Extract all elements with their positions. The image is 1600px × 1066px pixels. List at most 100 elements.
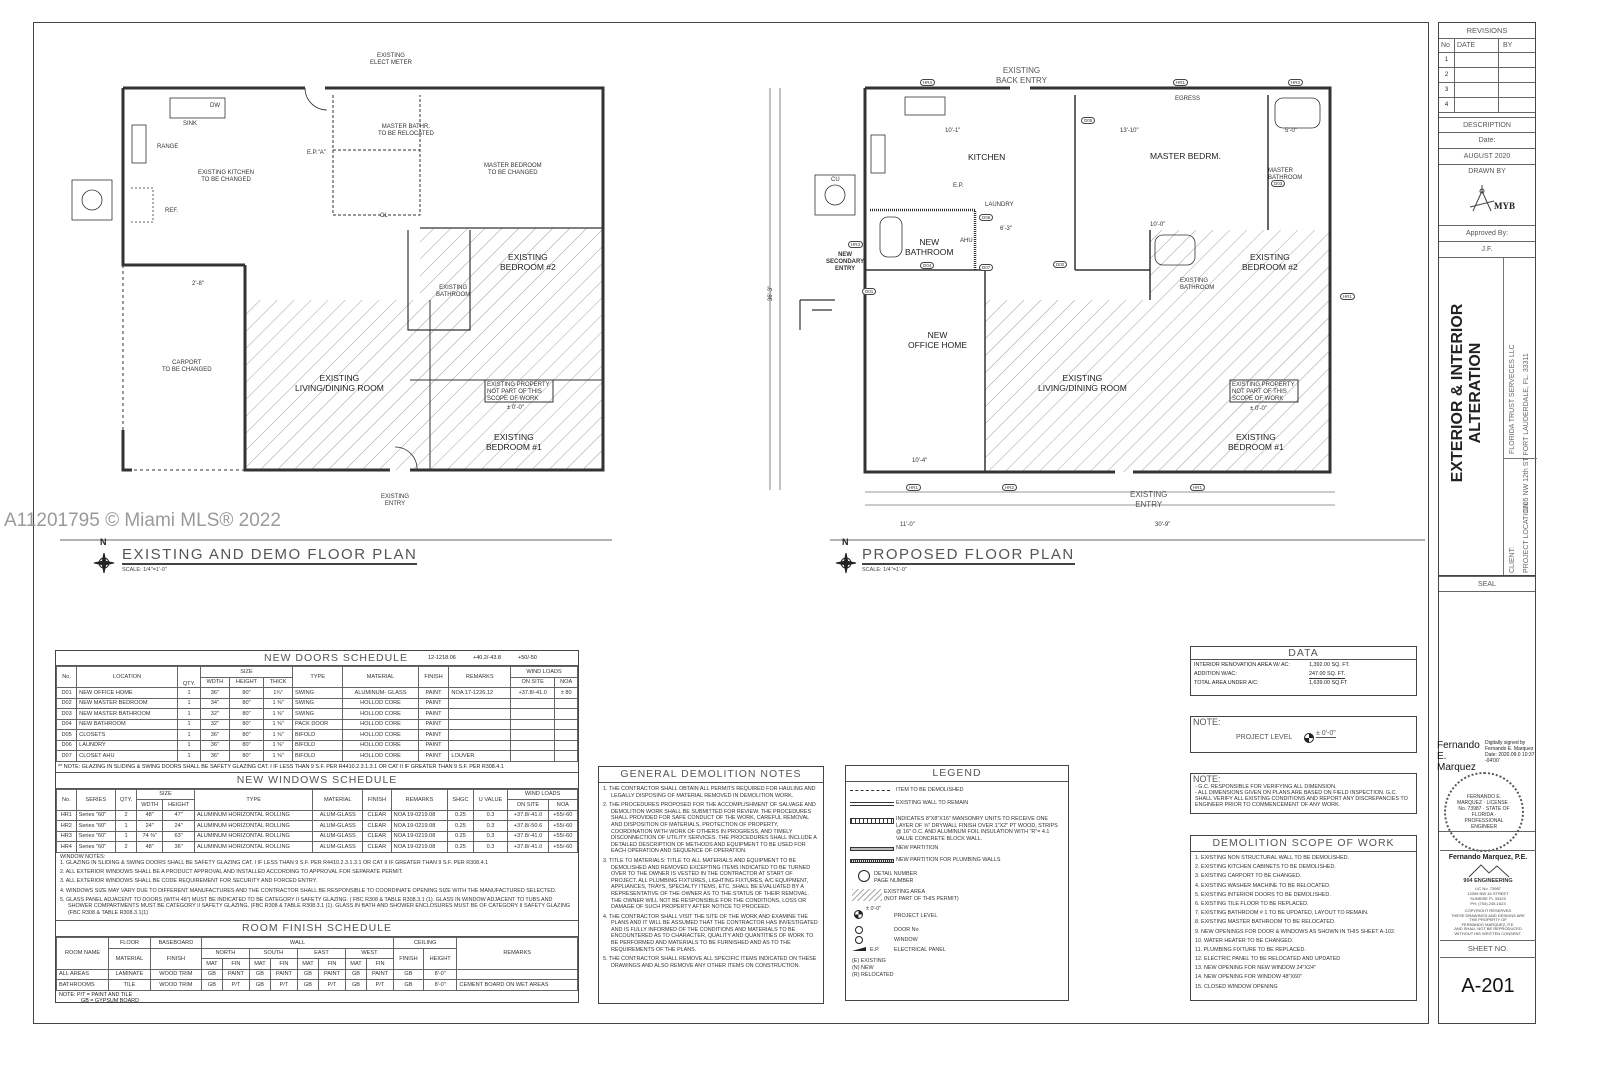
legend-abbr: (R) RELOCATED <box>852 972 894 978</box>
door-finish: PAINT <box>417 739 450 751</box>
door-location: NEW BATHROOM <box>76 718 179 730</box>
finish-nm: GB <box>200 979 223 991</box>
data-value: 1,639.00 SQ.FT <box>1309 680 1348 686</box>
door-w: 32" <box>199 718 230 730</box>
window-onsite: +37.8/-41.0 <box>507 830 549 842</box>
data-label: TOTAL AREA UNDER A/C: <box>1194 680 1259 686</box>
electrical-panel-icon <box>852 947 866 951</box>
partition-symbol <box>850 847 894 851</box>
window-noa: +55/-60 <box>547 841 579 853</box>
label-master-bath: MASTER BATHR. TO BE RELOCATED <box>378 124 434 137</box>
rev-by-header: BY <box>1503 42 1513 49</box>
door-onsite <box>510 708 556 720</box>
demolition-scope: DEMOLITION SCOPE OF WORK 1. EXISTING NON… <box>1190 835 1417 1001</box>
existing-plan-scale: SCALE: 1/4"=1'-0" <box>122 567 167 573</box>
door-h: 80" <box>228 687 265 699</box>
note-item: - G.C. RESPONSIBLE FOR VERIFYING ALL DIM… <box>1195 784 1337 790</box>
project-level-label: PROJECT LEVEL <box>1236 734 1293 741</box>
legend-level-value: ± 0'-0" <box>866 906 882 912</box>
legend-abbr: (N) NEW <box>852 965 874 971</box>
room-finish-title: ROOM FINISH SCHEDULE <box>56 921 578 938</box>
label-egress: EGRESS <box>1175 96 1201 102</box>
legend-ep: E.P. <box>870 947 880 953</box>
door-qty: 1 <box>177 739 201 751</box>
door-finish: PAINT <box>417 729 450 741</box>
window-material: ALUM-GLASS <box>312 809 364 821</box>
finish-wf: PAINT <box>366 968 394 981</box>
door-t: 1 ⅜" <box>263 739 294 751</box>
license-number: LIC No. 73987 <box>1475 886 1501 891</box>
label-kitchen: EXISTING KITCHEN TO BE CHANGED <box>198 170 255 183</box>
window-u: 0.3 <box>472 809 509 821</box>
data-box: DATA INTERIOR RENOVATION AREA W/ AC:1,39… <box>1190 646 1417 696</box>
data-row: TOTAL AREA UNDER A/C: 1,639.00 SQ.FT <box>1194 679 1413 688</box>
door-h: 80" <box>228 708 265 720</box>
door-no: D03 <box>55 708 78 720</box>
door-remarks <box>448 739 512 751</box>
door-w: 36" <box>199 739 230 751</box>
label-existing-bathroom: EXISTING BATHROOM <box>436 285 471 298</box>
drawn-by-label: DRAWN BY <box>1468 168 1506 175</box>
scope-item: 10. WATER HEATER TO BE CHANGED. <box>1195 937 1294 944</box>
date-value: AUGUST 2020 <box>1439 149 1535 165</box>
door-location: CLOSETS <box>76 729 179 741</box>
dimension: 10'-0" <box>1150 222 1166 228</box>
company-address: 12095 NW 44 STREET SUNRISE FL 33323 PH: … <box>1467 891 1509 906</box>
window-series: Series "60" <box>75 820 117 832</box>
window-note: 3. ALL EXTERIOR WINDOWS SHALL BE CODE RE… <box>60 878 318 885</box>
engineering-logo-icon <box>1468 864 1510 878</box>
company-name: Fernando Marquez, P.E. <box>1440 850 1536 861</box>
door-finish: PAINT <box>417 697 450 709</box>
window-shgc: 0.25 <box>447 830 474 842</box>
label-range: RANGE <box>157 144 179 150</box>
legend-item: DOOR No <box>894 927 919 933</box>
window-onsite: +37.8/-41.0 <box>507 841 549 853</box>
window-qty: 1 <box>115 820 137 832</box>
finish-wm: GB <box>344 979 368 991</box>
label-existing-entry: EXISTING ENTRY <box>1130 490 1168 509</box>
door-material: HOLLOD CORE <box>342 708 419 720</box>
door-material: ALUMINUM- GLASS <box>342 687 419 699</box>
door-w: 36" <box>199 687 230 699</box>
data-value: 1,392.00 SQ. FT. <box>1309 662 1350 668</box>
finish-remarks: CEMENT BOARD ON WET AREAS <box>456 979 578 991</box>
scope-item: 4. EXISTING WASHER MACHINE TO BE RELOCAT… <box>1195 882 1331 889</box>
rev-date-header: DATE <box>1455 39 1499 52</box>
label-ep: E.P."A" <box>307 150 326 156</box>
legend-item: NEW PARTITION FOR PLUMBING WALLS <box>896 857 1001 863</box>
demolition-note: 3. TITLE TO MATERIALS: TITLE TO ALL MATE… <box>603 857 811 911</box>
door-tag: D07 <box>979 264 994 271</box>
drawn-by-logo: MYB <box>1494 201 1515 211</box>
door-location: NEW MASTER BATHROOM <box>76 708 179 720</box>
door-type: PACK DOOR <box>292 718 344 730</box>
label-existing-entry: EXISTING ENTRY <box>381 494 410 507</box>
finish-sm: GB <box>248 968 271 981</box>
data-label: INTERIOR RENOVATION AREA W/ AC: <box>1194 662 1290 668</box>
window-tag: HR4 <box>920 79 936 86</box>
legend-title: LEGEND <box>846 766 1068 782</box>
window-icon <box>855 936 863 944</box>
north-arrow-icon <box>93 552 115 574</box>
window-tag: HR3 <box>848 241 864 248</box>
dimension: 36'-3" <box>768 285 775 302</box>
demolish-line-symbol <box>850 790 890 791</box>
data-value: 247.00 SQ. FT. <box>1309 670 1346 679</box>
dimension: 11'-0" <box>900 522 915 528</box>
doors-note: ** NOTE: GLAZING IN SLIDING & SWING DOOR… <box>56 762 578 773</box>
window-note: 2. ALL EXTERIOR WINDOWS SHALL BE A PRODU… <box>60 869 403 876</box>
door-w: 34" <box>199 697 230 709</box>
room-bedroom-2: EXISTING BEDROOM #2 <box>500 252 556 272</box>
scope-item: 15. CLOSED WINDOW OPENING <box>1195 983 1278 990</box>
window-remarks: NOA 19-0219.08 <box>390 841 449 853</box>
note-item: - ALL DIMENSIONS GIVEN ON PLANS ARE BASE… <box>1195 790 1408 808</box>
window-type: ALUMINUM HORIZONTAL ROLLING <box>193 830 314 842</box>
window-finish: CLEAR <box>362 809 392 821</box>
door-location: NEW OFFICE HOME <box>76 687 179 699</box>
window-tag: HR1 <box>1173 79 1189 86</box>
legend-item: EXISTING WALL TO REMAIN <box>896 800 969 806</box>
